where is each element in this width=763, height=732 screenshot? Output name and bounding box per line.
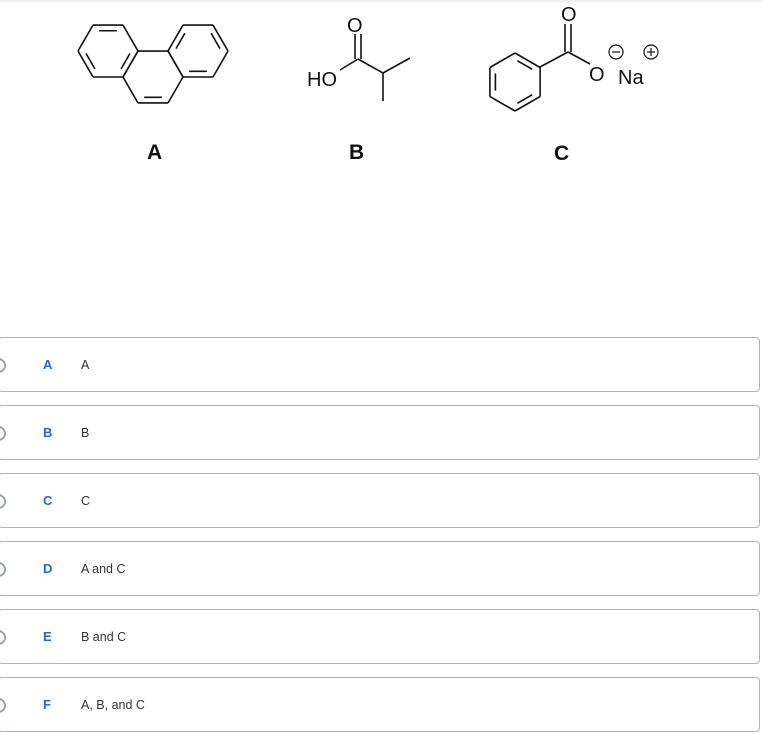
hydroxyl-label: HO (307, 69, 337, 91)
option-text: B (81, 426, 90, 440)
option-letter: E (43, 629, 52, 644)
bond (77, 50, 94, 78)
structure-a-phenanthrene (77, 24, 229, 104)
option-text: A (81, 358, 90, 372)
bond (212, 24, 229, 52)
option-d[interactable]: D A and C (0, 541, 760, 596)
option-letter: F (43, 697, 51, 712)
option-e[interactable]: E B and C (0, 609, 760, 664)
structure-label-b: B (349, 141, 365, 164)
radio-button[interactable] (0, 494, 6, 509)
bond (122, 76, 139, 104)
bond (120, 53, 131, 70)
bond (516, 60, 533, 71)
bond (210, 32, 221, 49)
radio-button[interactable] (0, 698, 6, 713)
structure-label-c: C (554, 142, 570, 165)
option-letter: B (43, 425, 53, 440)
bond (514, 95, 541, 112)
radio-button[interactable] (0, 358, 6, 373)
structure-label-a: A (147, 141, 163, 164)
top-divider (0, 0, 763, 2)
bond (77, 24, 94, 52)
option-text: A and C (81, 562, 126, 576)
oxide-oxygen: O (589, 64, 605, 86)
bond (175, 32, 186, 49)
bond (212, 50, 229, 78)
carbonyl-oxygen: O (561, 4, 577, 26)
bond (489, 52, 516, 69)
carbonyl-oxygen: O (347, 15, 363, 37)
sodium-label: Na (618, 67, 644, 89)
radio-button[interactable] (0, 630, 6, 645)
option-text: B and C (81, 630, 127, 644)
bond (85, 53, 96, 70)
radio-button[interactable] (0, 562, 6, 577)
bond (122, 50, 139, 78)
option-letter: C (43, 493, 53, 508)
bond (167, 50, 184, 78)
bond (167, 76, 184, 104)
option-letter: A (43, 357, 53, 372)
structure-b-isobutyric-acid: O HO (307, 15, 411, 101)
bond (516, 93, 533, 104)
bond (122, 24, 139, 52)
structure-c-sodium-benzoate: O O Na (489, 4, 659, 112)
bond (489, 95, 516, 112)
option-text: A, B, and C (81, 698, 145, 712)
option-text: C (81, 494, 91, 508)
option-letter: D (43, 561, 53, 576)
bond (167, 24, 184, 52)
radio-button[interactable] (0, 426, 6, 441)
bond (514, 52, 541, 69)
chemical-structures: O HO O O Na (77, 4, 659, 112)
option-f[interactable]: F A, B, and C (0, 677, 760, 732)
